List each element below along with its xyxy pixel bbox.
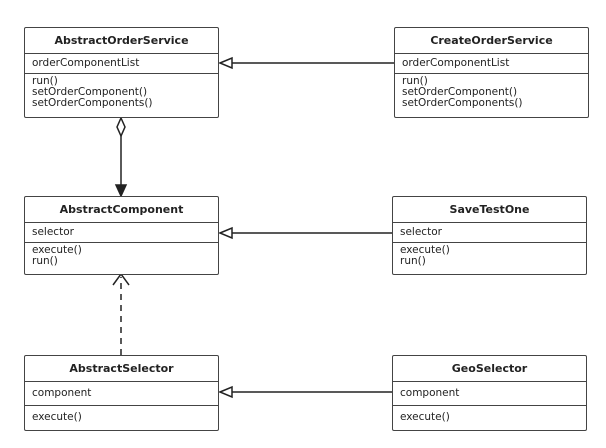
method: execute() — [400, 244, 450, 256]
class-create-order-service[interactable]: CreateOrderService orderComponentList ru… — [394, 27, 589, 118]
class-name: AbstractComponent — [25, 197, 218, 223]
class-name: SaveTestOne — [393, 197, 586, 223]
class-name: CreateOrderService — [395, 28, 588, 54]
generalization-arrowhead-abstract-order-service — [218, 56, 233, 70]
method: setOrderComponents() — [402, 97, 523, 109]
attribute: selector — [400, 226, 442, 238]
class-attributes: orderComponentList — [395, 54, 588, 74]
method: execute() — [400, 411, 450, 423]
class-methods: execute() — [393, 406, 586, 429]
attribute: component — [400, 387, 460, 399]
generalization-arrowhead-abstract-selector — [218, 385, 233, 399]
class-methods: execute() run() — [25, 243, 218, 269]
attribute: selector — [32, 226, 74, 238]
attribute: component — [32, 387, 92, 399]
class-attributes: orderComponentList — [25, 54, 218, 74]
aggregation-arrowhead — [114, 184, 128, 198]
method: run() — [32, 255, 58, 267]
class-save-test-one[interactable]: SaveTestOne selector execute() run() — [392, 196, 587, 275]
class-methods: execute() — [25, 406, 218, 429]
class-name: AbstractSelector — [25, 356, 218, 382]
class-attributes: selector — [393, 223, 586, 243]
method: run() — [402, 75, 428, 87]
method: setOrderComponents() — [32, 97, 153, 109]
class-abstract-component[interactable]: AbstractComponent selector execute() run… — [24, 196, 219, 275]
aggregation-diamond — [116, 116, 126, 138]
class-attributes: component — [393, 382, 586, 406]
method: run() — [400, 255, 426, 267]
class-abstract-order-service[interactable]: AbstractOrderService orderComponentList … — [24, 27, 219, 118]
class-methods: run() setOrderComponent() setOrderCompon… — [25, 74, 218, 111]
class-name: GeoSelector — [393, 356, 586, 382]
method: execute() — [32, 411, 82, 423]
method: setOrderComponent() — [32, 86, 148, 98]
class-attributes: component — [25, 382, 218, 406]
method: execute() — [32, 244, 82, 256]
class-attributes: selector — [25, 223, 218, 243]
class-methods: run() setOrderComponent() setOrderCompon… — [395, 74, 588, 111]
class-name: AbstractOrderService — [25, 28, 218, 54]
class-geo-selector[interactable]: GeoSelector component execute() — [392, 355, 587, 431]
method: run() — [32, 75, 58, 87]
method: setOrderComponent() — [402, 86, 518, 98]
attribute: orderComponentList — [402, 57, 510, 69]
generalization-arrowhead-abstract-component — [218, 226, 233, 240]
class-abstract-selector[interactable]: AbstractSelector component execute() — [24, 355, 219, 431]
class-methods: execute() run() — [393, 243, 586, 269]
attribute: orderComponentList — [32, 57, 140, 69]
